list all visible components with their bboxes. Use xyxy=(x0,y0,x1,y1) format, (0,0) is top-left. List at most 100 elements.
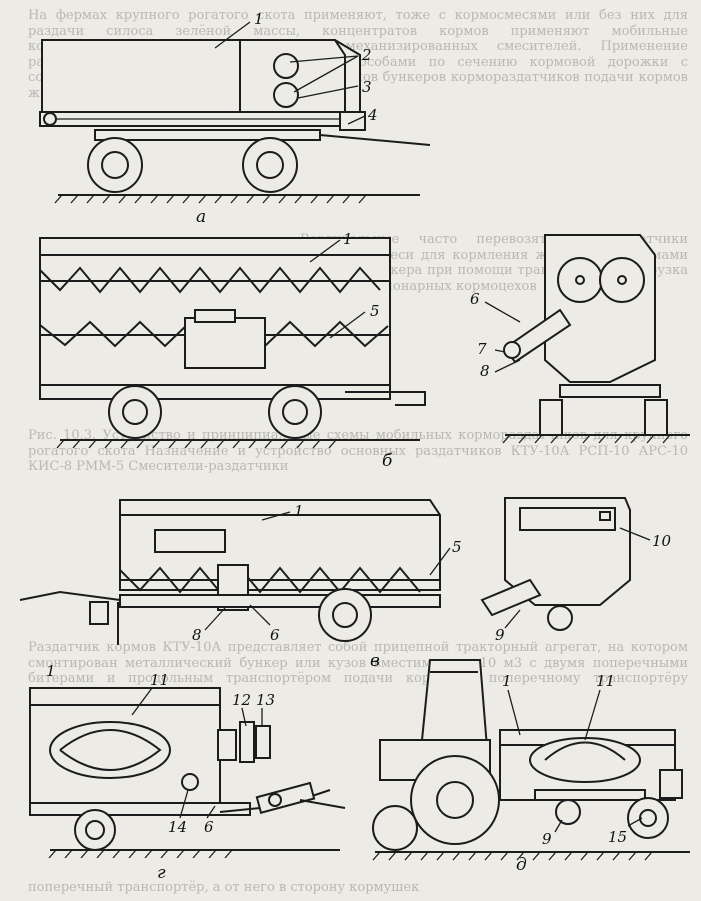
leader-5-v xyxy=(429,547,451,576)
wheel-hub-g xyxy=(85,820,105,840)
wheel-front-hub-b xyxy=(282,399,308,425)
wheel-hub-v xyxy=(332,602,358,628)
leader-8-b xyxy=(494,359,521,373)
caption-b: б xyxy=(382,451,393,471)
leader-5-b xyxy=(329,311,366,339)
pulley-13-g xyxy=(255,725,271,759)
support-jack-v xyxy=(89,601,109,625)
arm-joint-g xyxy=(268,793,282,807)
label-g-1: 1 xyxy=(46,662,56,680)
rear-hub-d xyxy=(639,809,657,827)
caption-g: г xyxy=(157,863,166,883)
beater-lower-a xyxy=(273,82,299,108)
arm-tip-g xyxy=(299,799,346,809)
label-g-12: 12 xyxy=(232,691,251,709)
gearbox-b xyxy=(184,317,266,369)
ground-hatch-d xyxy=(372,851,653,861)
figure-d: 1 11 9 15 д xyxy=(372,659,690,875)
wheel-left-b-side xyxy=(539,399,563,436)
leader-9-v xyxy=(504,609,521,629)
wheel-front-hub-a xyxy=(256,151,284,179)
drawbar-b xyxy=(345,391,426,406)
beater-upper-a xyxy=(273,53,299,79)
leader-15-d xyxy=(627,817,643,827)
leader-14-g xyxy=(179,789,189,819)
ground-hatch-a xyxy=(54,194,367,204)
leader-11-g xyxy=(131,687,153,716)
wheel-v-side xyxy=(547,605,573,631)
figure-a: 1 2 3 4 а xyxy=(39,10,431,227)
panel-v xyxy=(154,529,226,553)
leader-6-v xyxy=(249,604,271,626)
label-g-11: 11 xyxy=(150,671,169,689)
pulley-12-g xyxy=(239,721,255,763)
chassis-v xyxy=(119,594,441,608)
chassis-b xyxy=(39,384,391,400)
label-b-6: 6 xyxy=(470,290,480,308)
label-g-13: 13 xyxy=(256,691,275,709)
label-a-2: 2 xyxy=(361,46,372,64)
chassis-g xyxy=(29,802,251,816)
mixer-blade-d xyxy=(544,741,626,761)
label-a-3: 3 xyxy=(362,78,372,96)
label-d-9: 9 xyxy=(542,830,552,848)
label-b-1: 1 xyxy=(343,230,353,248)
outlet-14-g xyxy=(181,773,199,791)
drawbar-v xyxy=(19,590,121,601)
beater-right-center-b-side xyxy=(617,275,627,285)
leader-6-b xyxy=(484,301,521,323)
mixer-blade-g xyxy=(59,729,162,771)
conveyor-sprocket-a xyxy=(43,112,57,126)
sensor-v-side xyxy=(599,511,611,521)
leader-12-g xyxy=(241,707,247,727)
leader-4-a xyxy=(347,115,366,125)
leader-1-b xyxy=(309,239,341,263)
leader-7-b xyxy=(494,349,506,353)
leader-10-v xyxy=(619,527,651,541)
label-g-6: 6 xyxy=(204,818,214,836)
label-d-11: 11 xyxy=(596,672,615,690)
background-text-5: поперечный транспортёр, а от него в стор… xyxy=(28,880,420,895)
small-wheel-d xyxy=(555,799,581,825)
chassis-a xyxy=(94,129,321,141)
ground-hatch-g xyxy=(48,849,233,859)
leader-2b-a xyxy=(293,55,359,93)
discharge-conveyor-a xyxy=(339,111,366,131)
frame-b-side xyxy=(559,384,661,398)
drawbar-a xyxy=(319,134,431,146)
mixer-drum-g xyxy=(49,721,171,779)
chute-v-side xyxy=(480,578,542,617)
label-v-6: 6 xyxy=(270,626,280,644)
label-g-14: 14 xyxy=(168,818,187,836)
caption-d: д xyxy=(516,855,527,875)
caption-v: в xyxy=(370,651,380,671)
label-b-8: 8 xyxy=(480,362,490,380)
label-b-7: 7 xyxy=(477,340,487,358)
leader-11-d xyxy=(584,689,601,741)
arm-box-g xyxy=(255,781,316,814)
leader-1-d xyxy=(507,689,521,736)
label-v-1: 1 xyxy=(294,502,304,520)
tractor-rear-hub-d xyxy=(436,781,474,819)
leader-1-a xyxy=(214,21,251,49)
background-text-4: Раздатчик кормов КТУ-10А представляет со… xyxy=(28,640,688,702)
label-v-5: 5 xyxy=(452,538,462,556)
caption-a: а xyxy=(196,207,206,227)
figure-g: 1 11 12 13 14 6 г xyxy=(29,662,346,883)
ground-hatch-b xyxy=(56,439,337,449)
label-v-9: 9 xyxy=(495,626,505,644)
hopper-body-a xyxy=(41,39,346,121)
leader-8-v xyxy=(204,607,226,631)
top-panel-v-side xyxy=(519,507,616,531)
wheel-rear-hub-b xyxy=(122,399,148,425)
beater-left-center-b-side xyxy=(575,275,585,285)
mixer-base-d xyxy=(534,789,646,801)
label-b-5: 5 xyxy=(370,302,380,320)
gearbox-top-b xyxy=(194,309,236,323)
label-a-4: 4 xyxy=(367,106,378,124)
figure-b-side: 6 7 8 б xyxy=(382,234,690,471)
hopper-side-b xyxy=(544,234,656,383)
leader-1-v xyxy=(261,511,291,521)
label-d-1: 1 xyxy=(502,672,512,690)
